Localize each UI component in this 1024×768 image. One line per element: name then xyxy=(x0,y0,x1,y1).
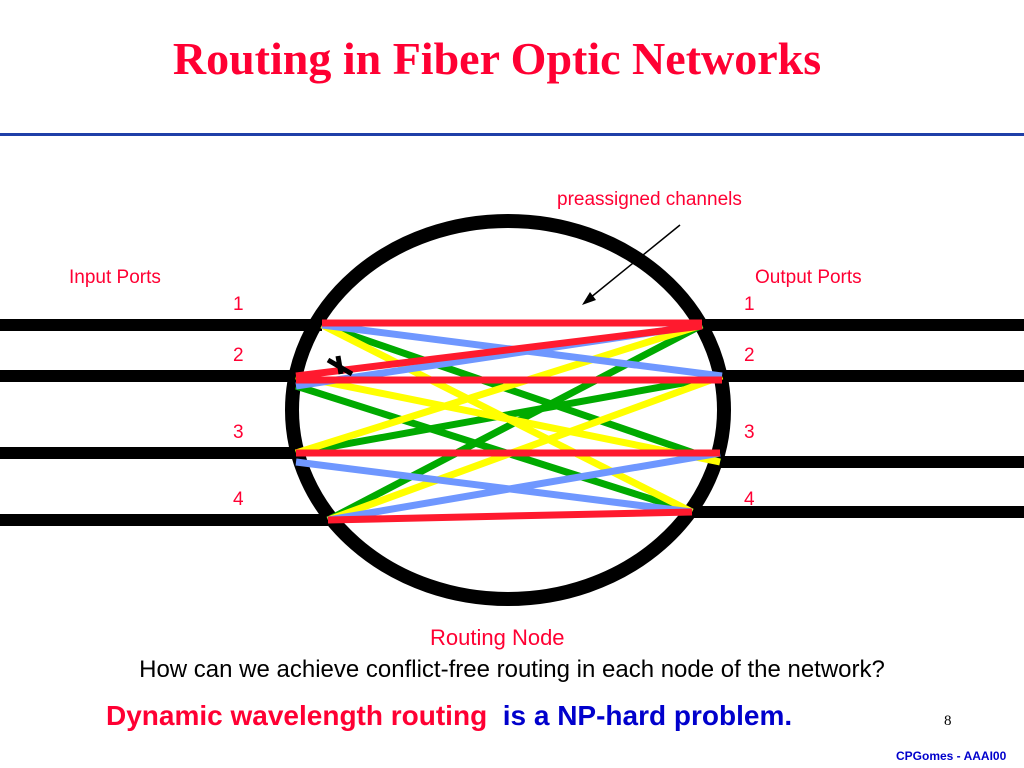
preassigned-channels-label: preassigned channels xyxy=(557,189,742,210)
channel-yellow-3-1 xyxy=(294,321,704,457)
conclusion-highlight: Dynamic wavelength routing xyxy=(106,700,495,731)
input-ports-label: Input Ports xyxy=(69,267,161,288)
input-port-number: 4 xyxy=(233,489,244,510)
input-port-number: 1 xyxy=(233,294,244,315)
question-text: How can we achieve conflict-free routing… xyxy=(139,656,885,683)
channel-green-2-4 xyxy=(294,382,694,516)
output-port-number: 2 xyxy=(744,345,755,366)
channel-red-4-4 xyxy=(327,508,693,524)
page-number: 8 xyxy=(944,713,952,729)
callout-arrow xyxy=(582,224,681,305)
routing-node-circle xyxy=(285,214,731,606)
conflict-mark xyxy=(326,355,354,377)
conclusion-text: Dynamic wavelength routing is a NP-hard … xyxy=(106,700,792,732)
footer-credit: CPGomes - AAAI00 xyxy=(896,749,1007,763)
title-divider xyxy=(0,133,1024,136)
channel-green-3-2 xyxy=(295,372,723,457)
output-port-number: 4 xyxy=(744,489,755,510)
channel-yellow-1-4 xyxy=(320,321,694,516)
output-port-number: 3 xyxy=(744,422,755,443)
channel-yellow-4-2 xyxy=(326,372,724,524)
output-ports-label: Output Ports xyxy=(755,267,862,288)
channel-red-2-1 xyxy=(295,322,703,380)
channel-lines xyxy=(294,319,724,524)
conclusion-statement: is a NP-hard problem. xyxy=(494,700,793,731)
input-port-number: 2 xyxy=(233,345,244,366)
input-port-number: 3 xyxy=(233,422,244,443)
output-port-number: 1 xyxy=(744,294,755,315)
channel-green-1-3 xyxy=(320,321,722,466)
channel-blue-3-4 xyxy=(295,458,693,516)
channel-blue-4-3 xyxy=(327,449,721,524)
routing-node-label: Routing Node xyxy=(430,625,565,650)
slide-title: Routing in Fiber Optic Networks xyxy=(172,33,822,84)
fiber-lines xyxy=(0,319,1024,526)
